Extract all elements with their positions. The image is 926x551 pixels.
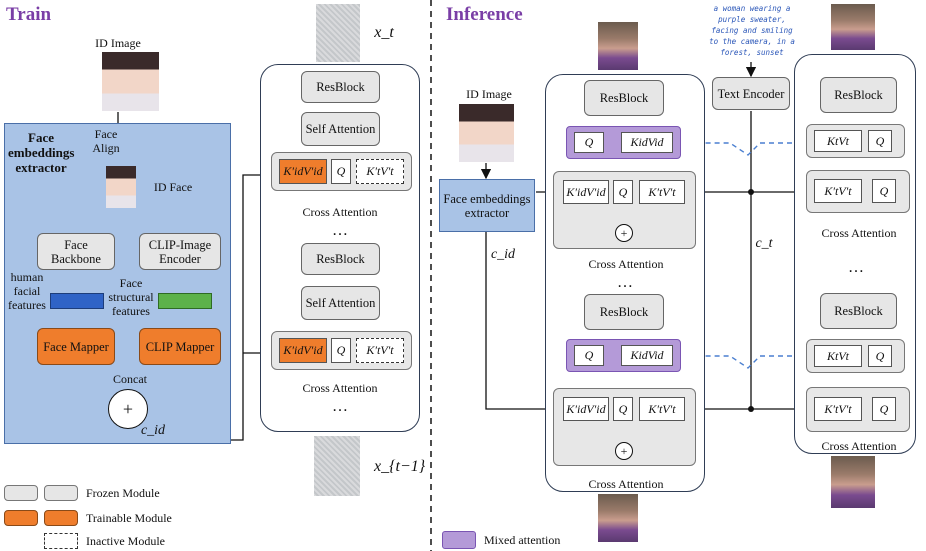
human-facial-features-label: human facial features <box>8 270 46 312</box>
inf-text-dots: … <box>848 259 864 276</box>
inference-title: Inference <box>446 4 523 25</box>
face-mapper-box[interactable]: Face Mapper <box>37 328 115 365</box>
face-structural-features-label: Face structural features <box>108 276 154 318</box>
legend-trainable-label: Trainable Module <box>86 511 172 525</box>
inf-text-cross-attention-label-2: Cross Attention <box>821 439 897 453</box>
inference-extractor-box[interactable]: Face embeddings extractor <box>439 179 535 232</box>
train-q-cell-1: Q <box>331 159 351 184</box>
inference-id-image-label: ID Image <box>466 87 512 101</box>
train-title: Train <box>6 4 52 25</box>
clip-image-encoder-box[interactable]: CLIP-Image Encoder <box>139 233 221 270</box>
legend-frozen-label: Frozen Module <box>86 486 160 500</box>
face-feature-bar <box>50 293 104 309</box>
inf-text-kv-t-cell-2: K′tV′t <box>814 397 862 421</box>
train-resblock-1[interactable]: ResBlock <box>301 71 380 103</box>
train-id-face-label: ID Face <box>153 180 193 194</box>
concat-plus-node: + <box>108 389 148 429</box>
inference-output-image-top-left <box>598 22 638 70</box>
mixed-q-cell-2: Q <box>574 345 604 366</box>
clip-mapper-box[interactable]: CLIP Mapper <box>139 328 221 365</box>
inf-text-q-mixed-cell-2: Q <box>868 345 892 367</box>
legend-inactive-swatch <box>44 533 78 549</box>
inf-id-q-cell-1: Q <box>613 180 633 204</box>
inference-text-resblock-2[interactable]: ResBlock <box>820 293 897 329</box>
train-id-image <box>102 52 159 111</box>
inf-text-q-mixed-cell-1: Q <box>868 130 892 152</box>
legend-frozen-swatch-1 <box>4 485 38 501</box>
inf-id-cross-attention-label-1: Cross Attention <box>588 257 664 271</box>
legend-trainable-swatch-2 <box>44 510 78 526</box>
noisy-image-xt <box>316 4 360 62</box>
inf-id-kv-id-cell-2: K′idV′id <box>563 397 609 421</box>
inference-c-id-label: c_id <box>490 247 516 262</box>
train-kv-id-cell-2: K′idV′id <box>279 338 327 363</box>
train-extractor-label: Face embeddings extractor <box>8 130 75 175</box>
inf-id-plus-node-2: + <box>615 442 633 460</box>
inf-id-dots: … <box>617 274 633 291</box>
text-encoder-box[interactable]: Text Encoder <box>712 77 790 110</box>
legend-frozen-swatch-2 <box>44 485 78 501</box>
train-id-image-label: ID Image <box>95 36 141 50</box>
train-kv-t-cell-1: K′tV′t <box>356 159 404 184</box>
train-kv-id-cell-1: K′idV′id <box>279 159 327 184</box>
train-kv-t-cell-2: K′tV′t <box>356 338 404 363</box>
inf-text-kv-t-mixed-cell-2: KtVt <box>814 345 862 367</box>
inf-id-cross-attention-label-2: Cross Attention <box>588 477 664 491</box>
train-cross-attention-label-1: Cross Attention <box>302 205 378 219</box>
legend-mixed-swatch <box>442 531 476 549</box>
face-backbone-box[interactable]: Face Backbone <box>37 233 115 270</box>
face-align-label: Face Align <box>92 127 120 155</box>
mixed-kv-id-cell-2: KidVid <box>621 345 673 366</box>
inf-text-kv-t-cell-1: K′tV′t <box>814 179 862 203</box>
clip-feature-bar <box>158 293 212 309</box>
inference-id-resblock-1[interactable]: ResBlock <box>584 80 664 116</box>
train-dots-2: … <box>332 398 348 415</box>
inf-id-q-cell-2: Q <box>613 397 633 421</box>
inf-id-kv-t-cell-2: K′tV′t <box>639 397 685 421</box>
inference-output-image-top-right <box>831 4 875 50</box>
inference-output-image-bottom-left <box>598 494 638 542</box>
mixed-q-cell-1: Q <box>574 132 604 153</box>
train-q-cell-2: Q <box>331 338 351 363</box>
inference-c-t-label: c_t <box>755 236 773 251</box>
inference-output-image-bottom-right <box>831 456 875 508</box>
train-self-attention-1[interactable]: Self Attention <box>301 112 380 146</box>
inference-id-image <box>459 104 514 162</box>
train-dots-1: … <box>332 222 348 239</box>
train-c-id-label: c_id <box>140 423 166 438</box>
train-id-face-image <box>106 166 136 208</box>
train-self-attention-2[interactable]: Self Attention <box>301 286 380 320</box>
inference-text-resblock-1[interactable]: ResBlock <box>820 77 897 113</box>
legend-mixed-label: Mixed attention <box>484 533 561 547</box>
train-resblock-2[interactable]: ResBlock <box>301 243 380 275</box>
legend-trainable-swatch-1 <box>4 510 38 526</box>
inf-text-cross-attention-label-1: Cross Attention <box>821 226 897 240</box>
concat-label: Concat <box>113 372 147 386</box>
inf-id-plus-node-1: + <box>615 224 633 242</box>
noisy-image-xt1 <box>314 436 360 496</box>
legend-inactive-label: Inactive Module <box>86 534 165 548</box>
inf-id-kv-t-cell-1: K′tV′t <box>639 180 685 204</box>
train-cross-attention-label-2: Cross Attention <box>302 381 378 395</box>
inference-id-resblock-2[interactable]: ResBlock <box>584 294 664 330</box>
x-t-label: x_t <box>374 24 394 41</box>
inf-text-kv-t-mixed-cell-1: KtVt <box>814 130 862 152</box>
inference-prompt-text: a woman wearing a purple sweater, facing… <box>709 4 795 57</box>
inf-text-q-cell-1: Q <box>872 179 896 203</box>
inf-text-q-cell-2: Q <box>872 397 896 421</box>
inf-id-kv-id-cell-1: K′idV′id <box>563 180 609 204</box>
x-t-1-label: x_{t−1} <box>374 458 426 475</box>
mixed-kv-id-cell-1: KidVid <box>621 132 673 153</box>
